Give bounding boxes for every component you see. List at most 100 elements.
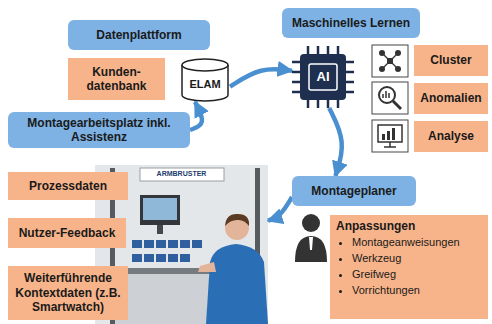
chip-pin: [346, 81, 354, 84]
data-box: Cluster: [414, 45, 488, 76]
parts-bins: [132, 240, 202, 262]
section-header: Montageplaner: [292, 176, 416, 206]
node-label: Datenplattform: [96, 28, 181, 42]
node-label: Analyse: [428, 129, 474, 143]
magnifier-bars: [383, 91, 392, 98]
chip-pin: [292, 61, 300, 64]
chip-pin: [292, 91, 300, 94]
chip-pin: [346, 71, 354, 74]
chip-pin: [327, 100, 330, 108]
cluster-dot: [395, 50, 401, 56]
bin: [180, 240, 190, 248]
bin: [192, 240, 202, 248]
list-heading: Anpassungen: [336, 219, 415, 233]
database-cylinder: ELAM: [180, 58, 230, 102]
node-label: Kunden- datenbank: [72, 65, 161, 94]
section-header: Montagearbeitsplatz inkl. Assistenz: [8, 112, 190, 148]
chip-pin: [337, 46, 340, 54]
chip-core: [309, 64, 337, 90]
node-label: AI: [317, 69, 330, 85]
adjustment-list: AnpassungenMontageanweisungenWerkzeugGre…: [330, 215, 488, 319]
list-item: Vorrichtungen: [352, 283, 460, 299]
chip-pin: [317, 100, 320, 108]
worker-body: [206, 244, 268, 324]
cylinder-body: [182, 59, 228, 101]
list-item: Greifweg: [352, 267, 460, 283]
monitor-stand: [157, 225, 163, 234]
bin: [180, 254, 190, 262]
data-box: Anomalien: [414, 83, 488, 114]
monitor-screen: [143, 198, 177, 220]
cluster-center: [387, 58, 393, 64]
chip-pin: [327, 46, 330, 54]
icon-frame: [372, 45, 408, 77]
data-box: Nutzer-Feedback: [8, 218, 126, 248]
node-label: ELAM: [189, 78, 220, 91]
person-head: [302, 214, 320, 232]
anomaly-icon: [372, 82, 408, 114]
bin: [168, 240, 178, 248]
bin: [168, 254, 178, 262]
analysis-icon: [372, 120, 408, 152]
chip-pin: [346, 61, 354, 64]
cluster-links: [383, 54, 397, 68]
magnifier-handle: [393, 101, 401, 109]
icon-frame: [372, 82, 408, 114]
node-label: Maschinelles Lernen: [292, 16, 410, 30]
chart-bar: [392, 128, 395, 140]
chip-pin: [317, 46, 320, 54]
bin: [132, 240, 142, 248]
worker-hand: [198, 262, 216, 272]
data-box: Analyse: [414, 121, 488, 152]
screen-foot: [384, 146, 396, 148]
worker-hair: [225, 214, 249, 226]
cylinder-rim: [182, 65, 228, 71]
bullet-list: MontageanweisungenWerkzeugGreifwegVorric…: [336, 235, 460, 299]
rack-sign: [140, 168, 224, 181]
monitor: [140, 195, 180, 225]
bin: [132, 254, 142, 262]
cluster-dot: [379, 50, 385, 56]
person-body: [295, 236, 327, 262]
section-header: Maschinelles Lernen: [282, 8, 420, 38]
planner-person-icon: [295, 214, 327, 262]
flow-arrow: [329, 108, 342, 176]
cluster-dot: [379, 66, 385, 72]
node-label: Cluster: [430, 53, 471, 67]
cluster-icon: [372, 45, 408, 77]
node-label: Prozessdaten: [29, 179, 107, 193]
node-label: ARMBRUSTER: [157, 170, 207, 178]
bin: [156, 254, 166, 262]
magnifier-lens: [379, 87, 395, 103]
chip-pin: [292, 71, 300, 74]
node-label: Weiterführende Kontextdaten (z.B. Smartw…: [12, 271, 124, 314]
flow-arrow: [230, 69, 292, 86]
bin: [144, 254, 154, 262]
flow-arrow: [268, 197, 292, 221]
cluster-dot: [395, 66, 401, 72]
node-label: Montageplaner: [311, 184, 396, 198]
chip-pin: [346, 91, 354, 94]
data-box: Weiterführende Kontextdaten (z.B. Smartw…: [8, 266, 128, 320]
flow-arrow: [190, 102, 202, 130]
chart-bar: [387, 131, 390, 140]
node-label: Montagearbeitsplatz inkl. Assistenz: [12, 116, 186, 145]
data-box: Prozessdaten: [8, 172, 128, 200]
node-label: Anomalien: [420, 91, 481, 105]
chip-pin: [307, 46, 310, 54]
chart-bar: [382, 134, 385, 140]
chip-body: [300, 54, 346, 100]
ai-chip: AI: [292, 46, 354, 108]
node-label: Nutzer-Feedback: [19, 226, 116, 240]
chip-pin: [292, 81, 300, 84]
section-header: Datenplattform: [68, 20, 210, 50]
list-item: Werkzeug: [352, 251, 460, 267]
chip-pin: [307, 100, 310, 108]
chip-pin: [337, 100, 340, 108]
screen-frame: [378, 125, 402, 142]
list-item: Montageanweisungen: [352, 235, 460, 251]
person-tie: [309, 237, 313, 250]
bin: [144, 240, 154, 248]
